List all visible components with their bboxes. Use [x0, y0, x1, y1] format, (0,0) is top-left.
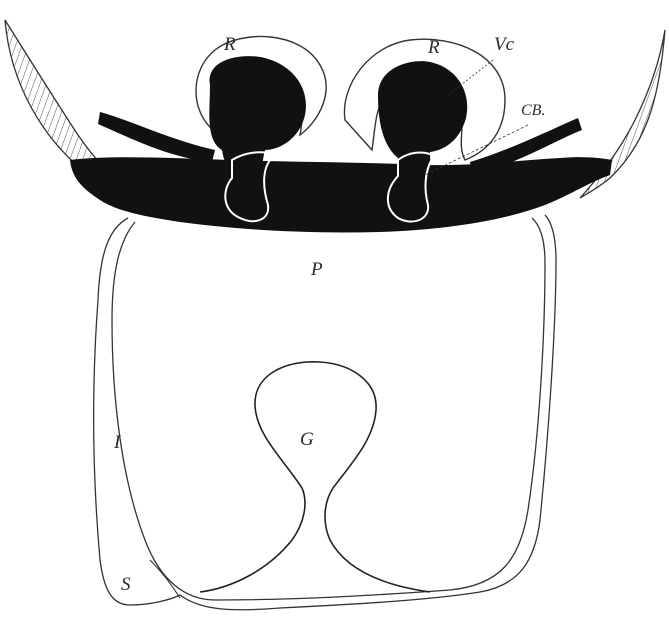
label-R-left: R	[224, 35, 236, 54]
inner-chamber-outline	[112, 218, 545, 600]
band-top-white-line	[275, 155, 398, 160]
label-R-right: R	[428, 38, 440, 57]
main-dark-band	[70, 157, 612, 232]
label-CB: CB.	[521, 103, 545, 119]
label-I: I	[114, 433, 120, 452]
label-Vc: Vc	[494, 35, 514, 54]
body-outline	[94, 215, 556, 610]
lower-left-fold	[150, 560, 180, 598]
left-arm-dark	[98, 112, 215, 162]
label-P: P	[311, 260, 323, 279]
label-G: G	[300, 430, 314, 449]
G-structure-outline	[200, 362, 430, 592]
label-S: S	[121, 575, 131, 594]
